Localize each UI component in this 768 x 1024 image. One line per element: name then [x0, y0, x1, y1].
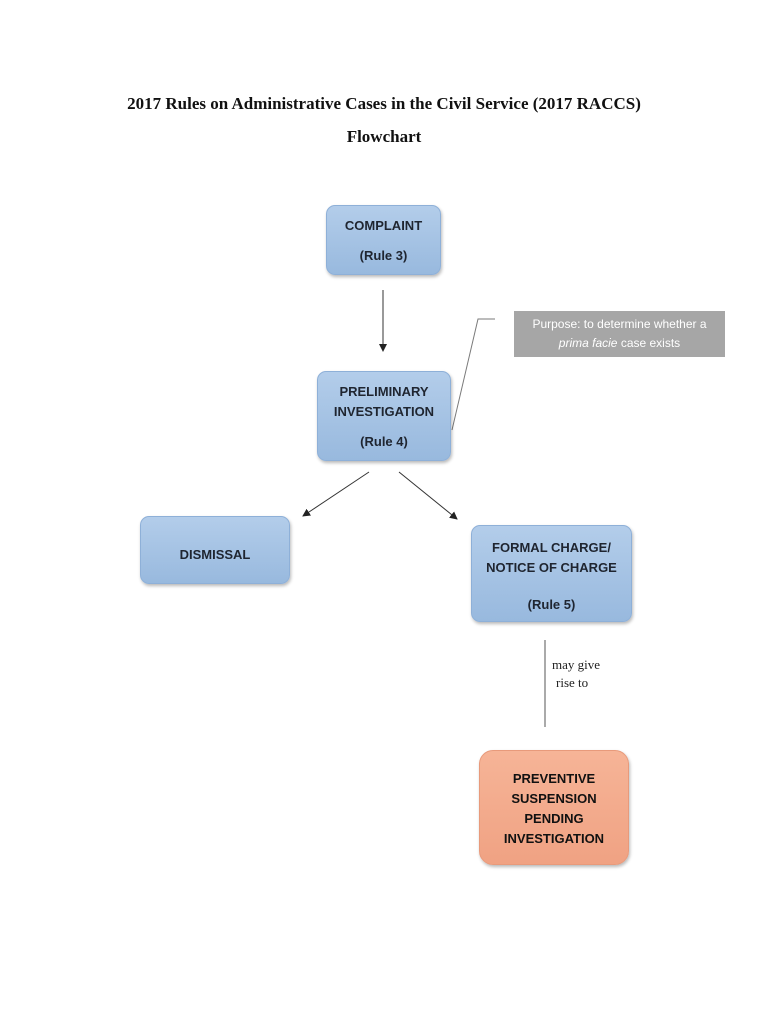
node-preliminary-investigation: PRELIMINARY INVESTIGATION (Rule 4)	[317, 371, 451, 461]
callout-rest: case exists	[617, 336, 681, 350]
node-preliminary-line1: PRELIMINARY	[339, 384, 429, 399]
node-preventive-suspension: PREVENTIVE SUSPENSION PENDING INVESTIGAT…	[479, 750, 629, 865]
callout-italic-term: prima facie	[558, 336, 618, 350]
node-formal-line2: NOTICE OF CHARGE	[486, 560, 617, 575]
edge-label-line1: may give	[552, 657, 601, 672]
callout-purpose: Purpose: to determine whether a prima fa…	[514, 311, 725, 357]
callout-line1: Purpose: to determine whether a	[532, 317, 707, 331]
node-preventive-line2: SUSPENSION	[511, 791, 597, 806]
node-preventive-line3: PENDING	[524, 811, 584, 826]
node-formal-rule: (Rule 5)	[527, 597, 576, 612]
node-dismissal: DISMISSAL	[140, 516, 290, 584]
node-preventive-line4: INVESTIGATION	[503, 831, 605, 846]
arrow-preliminary-to-formal-charge	[398, 471, 458, 520]
node-preliminary-rule: (Rule 4)	[360, 434, 408, 449]
node-formal-charge: FORMAL CHARGE/ NOTICE OF CHARGE (Rule 5)	[471, 525, 632, 622]
node-formal-line1: FORMAL CHARGE/	[492, 540, 611, 555]
edge-label-may-give-rise-to: may give rise to	[552, 656, 600, 692]
node-dismissal-label: DISMISSAL	[179, 547, 251, 562]
node-preventive-line1: PREVENTIVE	[512, 771, 596, 786]
arrow-preliminary-to-dismissal	[302, 471, 370, 517]
node-complaint-rule: (Rule 3)	[359, 248, 408, 263]
page-subtitle: Flowchart	[346, 127, 422, 146]
node-complaint-label: COMPLAINT	[344, 218, 423, 233]
node-preliminary-line2: INVESTIGATION	[333, 404, 435, 419]
node-complaint: COMPLAINT (Rule 3)	[326, 205, 441, 275]
callout-leader-line	[451, 318, 495, 431]
edge-label-line2: rise to	[556, 675, 589, 690]
page-title: 2017 Rules on Administrative Cases in th…	[127, 94, 641, 113]
